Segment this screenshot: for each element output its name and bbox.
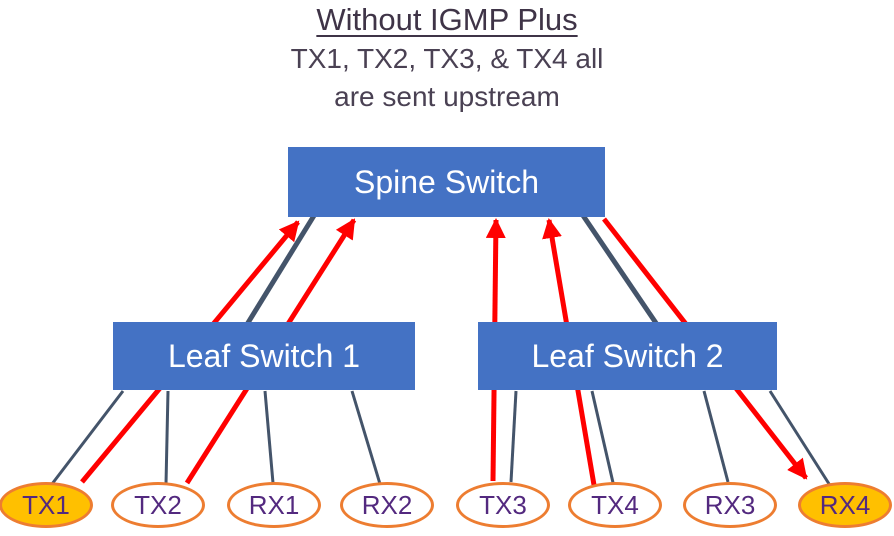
diagram-subtitle-line1: TX1, TX2, TX3, & TX4 all	[290, 43, 604, 74]
host-node-rx4: RX4	[798, 482, 892, 528]
host-node-tx4: TX4	[568, 482, 662, 528]
leaf-switch-2-node: Leaf Switch 2	[478, 322, 777, 390]
host-node-tx1: TX1	[0, 482, 93, 528]
edge-spine-leaf1	[243, 212, 318, 328]
leaf-switch-1-node: Leaf Switch 1	[113, 322, 415, 390]
host-node-rx2: RX2	[340, 482, 434, 528]
edge-leaf2-tx3	[509, 390, 518, 483]
host-node-rx3: RX3	[683, 482, 777, 528]
edge-leaf2-rx3	[702, 390, 730, 483]
edge-leaf1-tx2	[164, 390, 170, 485]
edge-leaf2-rx4	[768, 390, 833, 488]
edge-leaf1-rx1	[263, 390, 275, 484]
title-block: Without IGMP Plus TX1, TX2, TX3, & TX4 a…	[0, 0, 894, 116]
diagram-subtitle-line2: are sent upstream	[334, 81, 560, 112]
diagram-title: Without IGMP Plus	[316, 2, 578, 37]
edge-leaf1-rx2	[350, 390, 382, 485]
edge-leaf1-tx1	[50, 390, 125, 485]
host-node-tx3: TX3	[456, 482, 550, 528]
host-node-rx1: RX1	[227, 482, 321, 528]
spine-switch-node: Spine Switch	[288, 147, 605, 217]
host-node-tx2: TX2	[111, 482, 205, 528]
edge-spine-leaf2	[579, 212, 661, 328]
edge-leaf2-tx4	[590, 390, 616, 488]
